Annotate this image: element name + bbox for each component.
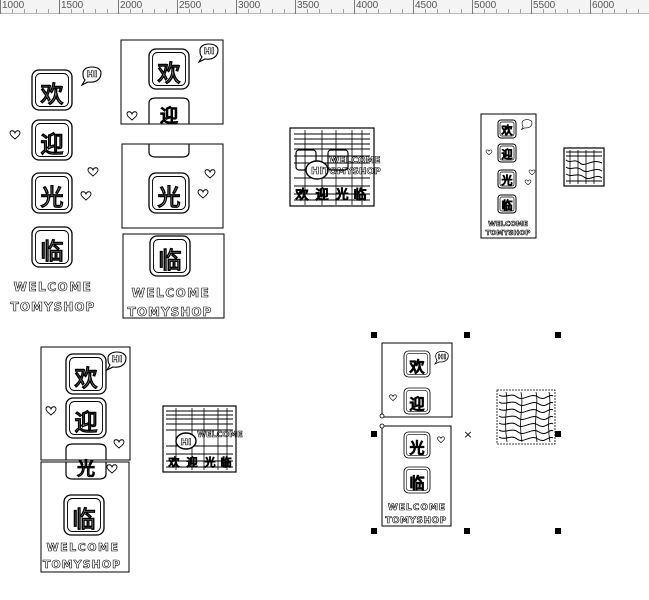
design-split-panels[interactable]: 欢 HI 迎 光 临 WELCOME TOMYSHOP bbox=[120, 39, 225, 319]
caption-welcome: WELCOME bbox=[132, 286, 211, 300]
caption-shop: TOMYSHOP bbox=[128, 305, 213, 319]
tile-glyph: 迎 bbox=[187, 455, 198, 469]
design-small-bookmark[interactable]: 欢 迎 光 临 WELCOME TOMYSHOP bbox=[480, 113, 537, 239]
tile-glyph: 欢 bbox=[408, 358, 425, 376]
tile-glyph: 迎 bbox=[502, 147, 513, 161]
handle-top-right bbox=[555, 332, 561, 338]
caption-shop: TOMYSHOP bbox=[11, 300, 96, 314]
tile-glyph: 欢 bbox=[157, 61, 182, 87]
tile-glyph: 欢 bbox=[294, 187, 309, 203]
caption-welcome: WELCOME bbox=[14, 280, 93, 294]
caption-welcome: WELCOME bbox=[329, 156, 380, 166]
tile-glyph: 临 bbox=[159, 247, 182, 274]
design-vertical[interactable]: 欢 迎 光 临 HI WELCOME TOMYSHOP bbox=[9, 66, 102, 314]
design-overlap-thumbnail-2[interactable]: HI WELCOME 欢 迎 光 临 bbox=[162, 405, 243, 473]
ruler-label: 3000 bbox=[238, 0, 261, 11]
tile-glyph-partial: 光 bbox=[76, 458, 95, 480]
tile-glyph: 欢 bbox=[501, 123, 514, 137]
canvas-artwork[interactable]: 欢 迎 光 临 HI WELCOME TOMYSHOP 欢 HI 迎 光 临 W… bbox=[0, 14, 649, 600]
tile-glyph: 迎 bbox=[315, 187, 328, 203]
tile-glyph: 光 bbox=[157, 185, 181, 211]
tile-glyph: 临 bbox=[353, 187, 366, 203]
design-selected[interactable]: 欢 HI 迎 光 临 WELCOME TOMYSHOP bbox=[379, 342, 453, 527]
ruler-label: 3500 bbox=[297, 0, 320, 11]
tile-glyph: 临 bbox=[221, 455, 232, 469]
tile-glyph: 光 bbox=[408, 439, 424, 457]
selection-handles[interactable]: × bbox=[371, 332, 561, 534]
tile-glyph: 临 bbox=[41, 238, 64, 265]
handle-top-center bbox=[464, 332, 470, 338]
tile-glyph: 临 bbox=[502, 198, 513, 212]
design-two-panels[interactable]: 欢 HI 迎 光 临 WELCOME TOMYSHOP bbox=[40, 346, 131, 573]
tile-glyph: 欢 bbox=[168, 455, 181, 469]
handle-bottom-left bbox=[371, 528, 377, 534]
bubble-text: HI bbox=[181, 438, 192, 448]
ruler-label: 6000 bbox=[592, 0, 615, 11]
tile-glyph-partial: 迎 bbox=[160, 105, 178, 127]
ruler-label: 2500 bbox=[179, 0, 202, 11]
caption-shop: TOMYSHOP bbox=[43, 558, 121, 571]
tile-glyph: 光 bbox=[501, 173, 513, 187]
bubble-text: HI bbox=[311, 166, 323, 177]
tile-glyph: 临 bbox=[409, 474, 424, 492]
handle-bottom-center bbox=[464, 528, 470, 534]
tile-glyph: 迎 bbox=[75, 409, 98, 436]
tile-glyph: 迎 bbox=[41, 131, 64, 158]
design-noise-thumbnail-2[interactable] bbox=[496, 389, 556, 445]
bubble-text: HI bbox=[204, 47, 215, 57]
handle-top-left bbox=[371, 332, 377, 338]
ruler-label: 4500 bbox=[415, 0, 438, 11]
caption-shop: TOMYSHOP bbox=[323, 167, 381, 177]
selection-center-mark[interactable]: × bbox=[463, 428, 472, 441]
ruler-label: 2000 bbox=[120, 0, 143, 11]
ruler-label: 5000 bbox=[474, 0, 497, 11]
tile-glyph: 欢 bbox=[74, 366, 99, 392]
caption-welcome: WELCOME bbox=[46, 541, 119, 554]
caption-shop: TOMYSHOP bbox=[385, 516, 447, 526]
design-overlap-thumbnail[interactable]: HI WELCOME TOMYSHOP 欢 迎 光 临 bbox=[289, 127, 381, 207]
handle-middle-left bbox=[371, 431, 377, 437]
ruler-label: 1500 bbox=[61, 0, 84, 11]
horizontal-ruler[interactable]: 1000 1500 2000 2500 3000 3500 4000 4500 … bbox=[0, 0, 649, 14]
handle-middle-right bbox=[555, 431, 561, 437]
ruler-label: 1000 bbox=[2, 0, 25, 11]
tile-glyph: 光 bbox=[334, 187, 348, 203]
bubble-text: HI bbox=[87, 70, 98, 80]
caption-welcome: WELCOME bbox=[388, 503, 446, 513]
bubble-text: HI bbox=[112, 355, 123, 365]
design-noise-thumbnail[interactable] bbox=[563, 147, 605, 187]
drawing-canvas[interactable]: 欢 迎 光 临 HI WELCOME TOMYSHOP 欢 HI 迎 光 临 W… bbox=[0, 14, 649, 600]
tile-glyph: 欢 bbox=[40, 82, 65, 108]
tile-glyph: 临 bbox=[73, 506, 96, 533]
tile-glyph: 光 bbox=[40, 185, 64, 211]
caption-welcome: WELCOME bbox=[488, 220, 528, 228]
caption-shop: TOMYSHOP bbox=[486, 229, 531, 237]
tile-glyph: 迎 bbox=[409, 395, 424, 413]
tile-glyph: 光 bbox=[204, 455, 216, 469]
caption-welcome: WELCOME bbox=[197, 430, 242, 439]
ruler-label: 5500 bbox=[533, 0, 556, 11]
handle-bottom-right bbox=[555, 528, 561, 534]
ruler-label: 4000 bbox=[356, 0, 379, 11]
bubble-text: HI bbox=[438, 353, 446, 361]
